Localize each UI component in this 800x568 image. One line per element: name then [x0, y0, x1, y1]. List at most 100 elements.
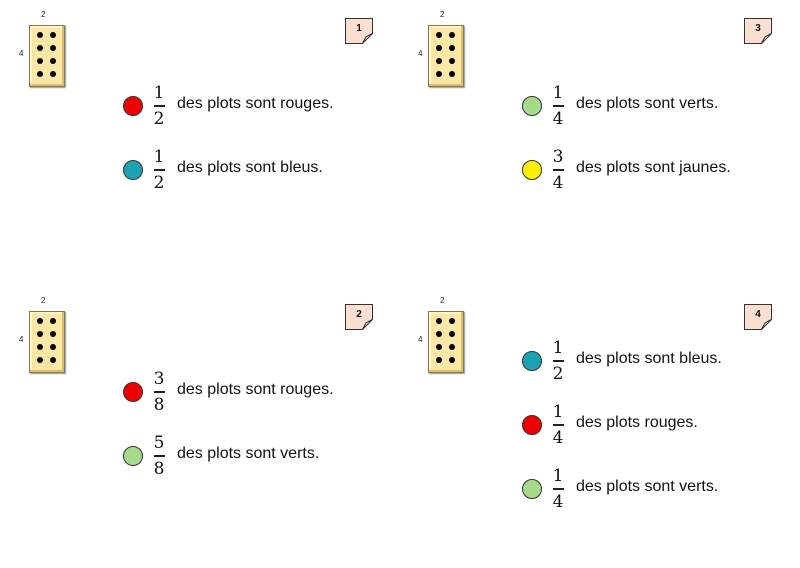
red-dot-icon	[123, 382, 143, 402]
fraction-bar	[552, 169, 564, 171]
page-curl-icon	[362, 33, 373, 44]
brick-stud	[449, 331, 455, 337]
numerator: 1	[552, 338, 564, 358]
brick-stud	[37, 71, 43, 77]
card-number-badge: 2	[345, 304, 373, 330]
fraction-bar	[153, 455, 165, 457]
numerator: 1	[153, 83, 165, 103]
statement-text: des plots sont rouges.	[177, 95, 334, 112]
brick-width-label: 2	[440, 296, 445, 305]
green-dot-icon	[522, 96, 542, 116]
statement-text: des plots sont bleus.	[576, 350, 722, 367]
card-number: 1	[356, 23, 362, 34]
card-number-badge: 1	[345, 18, 373, 44]
brick-stud	[37, 58, 43, 64]
lego-brick	[428, 25, 464, 87]
brick-stud	[449, 318, 455, 324]
brick-stud	[449, 357, 455, 363]
green-dot-icon	[522, 479, 542, 499]
blue-dot-icon	[522, 351, 542, 371]
card-number: 4	[755, 309, 761, 320]
card-number-badge: 4	[744, 304, 772, 330]
page-curl-icon	[761, 33, 772, 44]
fraction: 3 8	[152, 369, 166, 415]
lego-brick	[29, 25, 65, 87]
fraction: 1 2	[152, 83, 166, 129]
red-dot-icon	[522, 415, 542, 435]
brick-stud	[50, 357, 56, 363]
fraction: 3 4	[551, 147, 565, 193]
fraction-bar	[153, 391, 165, 393]
brick-width-label: 2	[41, 296, 46, 305]
brick-height-label: 4	[418, 49, 423, 58]
fraction-bar	[153, 105, 165, 107]
brick-stud	[436, 357, 442, 363]
fraction-bar	[552, 488, 564, 490]
brick-stud	[50, 45, 56, 51]
numerator: 3	[153, 369, 165, 389]
lego-brick	[29, 311, 65, 373]
brick-height-label: 4	[19, 335, 24, 344]
fraction: 1 4	[551, 83, 565, 129]
statement-text: des plots sont rouges.	[177, 381, 334, 398]
denominator: 4	[552, 491, 564, 512]
brick-stud	[436, 71, 442, 77]
statement-text: des plots sont bleus.	[177, 159, 323, 176]
brick-stud	[37, 32, 43, 38]
page-curl-icon	[362, 319, 373, 330]
brick-stud	[50, 71, 56, 77]
fraction: 1 4	[551, 466, 565, 512]
card-2: 2 4 2 3 8 des plots sont rouges. 5 8 des…	[0, 286, 400, 568]
denominator: 4	[552, 108, 564, 129]
fraction-bar	[552, 360, 564, 362]
numerator: 1	[552, 402, 564, 422]
red-dot-icon	[123, 96, 143, 116]
fraction-bar	[552, 424, 564, 426]
brick-stud	[449, 45, 455, 51]
numerator: 1	[153, 147, 165, 167]
denominator: 8	[153, 394, 165, 415]
card-number: 3	[755, 23, 761, 34]
statement-text: des plots sont verts.	[576, 478, 719, 495]
brick-stud	[449, 58, 455, 64]
brick-stud	[436, 331, 442, 337]
brick-stud	[37, 357, 43, 363]
brick-stud	[449, 344, 455, 350]
statement-text: des plots sont jaunes.	[576, 159, 731, 176]
brick-stud	[436, 344, 442, 350]
denominator: 4	[552, 172, 564, 193]
brick-stud	[37, 331, 43, 337]
brick-height-label: 4	[418, 335, 423, 344]
denominator: 2	[552, 363, 564, 384]
yellow-dot-icon	[522, 160, 542, 180]
denominator: 8	[153, 458, 165, 479]
brick-stud	[449, 32, 455, 38]
statement-text: des plots sont verts.	[576, 95, 719, 112]
denominator: 4	[552, 427, 564, 448]
brick-height-label: 4	[19, 49, 24, 58]
brick-stud	[37, 344, 43, 350]
brick-stud	[436, 32, 442, 38]
denominator: 2	[153, 172, 165, 193]
fraction: 1 4	[551, 402, 565, 448]
brick-stud	[50, 331, 56, 337]
card-4: 2 4 4 1 2 des plots sont bleus. 1 4 des …	[399, 286, 799, 568]
statement-text: des plots sont verts.	[177, 445, 320, 462]
fraction: 1 2	[551, 338, 565, 384]
fraction-bar	[153, 169, 165, 171]
brick-stud	[436, 45, 442, 51]
card-3: 2 4 3 1 4 des plots sont verts. 3 4 des …	[399, 0, 799, 282]
brick-stud	[50, 58, 56, 64]
card-number: 2	[356, 309, 362, 320]
brick-width-label: 2	[41, 10, 46, 19]
brick-stud	[50, 32, 56, 38]
brick-stud	[436, 58, 442, 64]
brick-width-label: 2	[440, 10, 445, 19]
brick-stud	[50, 318, 56, 324]
numerator: 1	[552, 466, 564, 486]
brick-stud	[436, 318, 442, 324]
page-curl-icon	[761, 319, 772, 330]
card-1: 2 4 1 1 2 des plots sont rouges. 1 2 des…	[0, 0, 400, 282]
fraction-bar	[552, 105, 564, 107]
fraction: 1 2	[152, 147, 166, 193]
